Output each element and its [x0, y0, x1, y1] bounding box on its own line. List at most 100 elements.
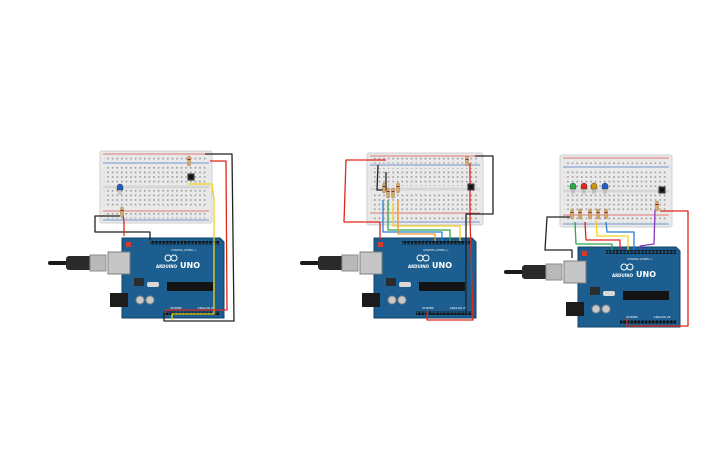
usb-b-port	[107, 251, 131, 275]
power-analog-header	[164, 311, 220, 315]
center-channel	[563, 189, 669, 193]
usb-chip	[134, 278, 144, 286]
wire	[376, 164, 387, 191]
capacitor	[145, 295, 155, 305]
resistor-band	[120, 210, 124, 211]
breadboard	[366, 152, 484, 226]
wire	[574, 221, 613, 250]
capacitor	[397, 295, 407, 305]
capacitor	[135, 295, 145, 305]
crystal	[399, 282, 411, 287]
crystal	[603, 291, 615, 296]
led	[601, 182, 609, 190]
reset-button	[126, 242, 131, 247]
usb-plug	[318, 256, 344, 270]
wire	[171, 183, 215, 320]
capacitor	[591, 304, 601, 314]
logo-icon	[422, 254, 430, 262]
digital-header	[150, 241, 220, 245]
breadboard	[559, 154, 673, 228]
logo-icon	[626, 263, 634, 271]
wire	[382, 200, 443, 241]
resistor-band	[396, 186, 400, 187]
capacitor	[387, 295, 397, 305]
atmega-chip	[167, 282, 213, 291]
wire	[595, 219, 629, 250]
brand-label: ARDUINO	[612, 273, 634, 278]
analog-label: ANALOG IN	[654, 315, 671, 319]
wire	[429, 155, 494, 315]
wire	[626, 210, 689, 327]
resistor	[120, 206, 124, 218]
resistor-band	[655, 204, 659, 205]
wire	[165, 160, 228, 313]
power-analog-header	[620, 320, 676, 324]
center-channel	[103, 185, 209, 189]
push-button-cap	[189, 175, 193, 179]
resistor	[386, 187, 390, 199]
push-button-cap	[469, 185, 473, 189]
resistor	[570, 208, 574, 220]
power-jack	[566, 302, 584, 316]
wire	[426, 163, 474, 321]
usb-plug	[66, 256, 92, 270]
model-label: UNO	[432, 261, 452, 270]
resistor	[588, 208, 592, 220]
wire	[584, 221, 621, 250]
power-label: POWER	[422, 306, 433, 310]
logo-icon	[170, 254, 178, 262]
power-label: POWER	[170, 306, 181, 310]
terminal-holes-top	[371, 168, 479, 186]
power-jack	[362, 293, 380, 307]
power-analog-header	[416, 311, 472, 315]
led	[590, 182, 598, 190]
resistor-band	[386, 191, 390, 192]
resistor	[578, 208, 582, 220]
wire	[94, 215, 151, 240]
wire	[639, 209, 656, 250]
atmega-chip	[419, 282, 465, 291]
crystal	[147, 282, 159, 287]
rail-holes	[371, 157, 479, 164]
resistor-band	[570, 212, 574, 213]
resistor-band	[187, 159, 191, 160]
usb-chip	[590, 287, 600, 295]
rail-holes	[371, 214, 479, 221]
resistor-band	[382, 186, 386, 187]
wire	[397, 200, 436, 241]
resistor-band	[465, 159, 469, 160]
center-channel	[370, 187, 480, 191]
resistor	[382, 182, 386, 194]
rail-holes	[564, 216, 668, 223]
digital-header	[606, 250, 676, 254]
wire	[343, 159, 386, 240]
analog-label: ANALOG IN	[198, 306, 215, 310]
power-label: POWER	[626, 315, 637, 319]
rail-holes	[104, 212, 208, 219]
analog-label: ANALOG IN	[450, 306, 467, 310]
resistor	[396, 182, 400, 194]
digital-header-label: DIGITAL (PWM~)	[628, 257, 653, 261]
reset-button	[582, 251, 587, 256]
usb-b-port	[359, 251, 383, 275]
breadboard	[99, 150, 213, 224]
capacitor	[601, 304, 611, 314]
terminal-holes-bottom	[104, 190, 208, 208]
usb-connector	[341, 254, 359, 272]
usb-connector	[545, 263, 563, 281]
resistor	[465, 155, 469, 167]
model-label: UNO	[636, 270, 656, 279]
brand-label: ARDUINO	[408, 264, 430, 269]
wire	[544, 216, 573, 258]
digital-header	[402, 241, 472, 245]
resistor-band	[604, 212, 608, 213]
terminal-holes-top	[104, 166, 208, 184]
power-jack	[110, 293, 128, 307]
